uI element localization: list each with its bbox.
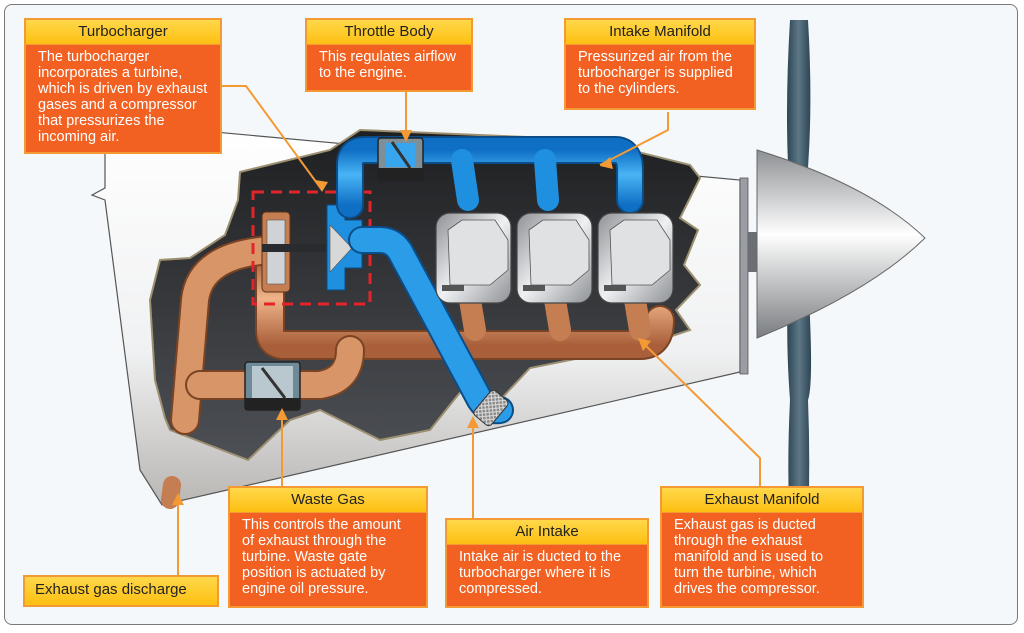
callout-text: This controls the amount of exhaust thro… (242, 517, 401, 597)
callout-exhaust-manifold: Exhaust Manifold Exhaust gas is ducted t… (660, 486, 864, 608)
callout-title: Intake Manifold (566, 20, 754, 45)
cowl-ring (739, 177, 749, 375)
cylinder (597, 212, 674, 304)
callout-text: Intake air is ducted to the turbocharger… (459, 549, 622, 597)
cylinder (435, 212, 512, 304)
callout-text: This regulates airflow to the engine. (319, 49, 456, 81)
waste-gate (244, 361, 301, 411)
air-intake-filter (473, 389, 509, 427)
callout-text: The turbocharger incorporates a turbine,… (38, 49, 208, 145)
throttle-body (377, 137, 424, 181)
callout-intake-manifold: Intake Manifold Pressurized air from the… (564, 18, 756, 110)
leader-lines (177, 85, 761, 575)
callout-turbocharger: Turbocharger The turbocharger incorporat… (24, 18, 222, 154)
callout-title: Waste Gas (230, 488, 426, 513)
leader-turbocharger (220, 85, 323, 191)
callout-waste-gas: Waste Gas This controls the amount of ex… (228, 486, 428, 608)
leader-exhaust-manifold (639, 339, 761, 486)
turbocharger (261, 204, 363, 293)
callout-air-intake: Air Intake Intake air is ducted to the t… (445, 518, 649, 608)
callout-title: Air Intake (447, 520, 647, 545)
cylinders (435, 212, 674, 304)
callout-title: Turbocharger (26, 20, 220, 45)
callout-title: Throttle Body (307, 20, 471, 45)
leader-intake-manifold (599, 112, 669, 166)
callout-text: Exhaust gas is ducted through the exhaus… (674, 517, 824, 597)
callout-text: Pressurized air from the turbocharger is… (578, 49, 733, 97)
callout-throttle-body: Throttle Body This regulates airflow to … (305, 18, 473, 92)
spinner (756, 149, 926, 339)
leader-arrowheads (172, 130, 651, 505)
callout-exhaust-discharge: Exhaust gas discharge (23, 575, 219, 607)
cylinder (516, 212, 593, 304)
callout-title: Exhaust Manifold (662, 488, 862, 513)
